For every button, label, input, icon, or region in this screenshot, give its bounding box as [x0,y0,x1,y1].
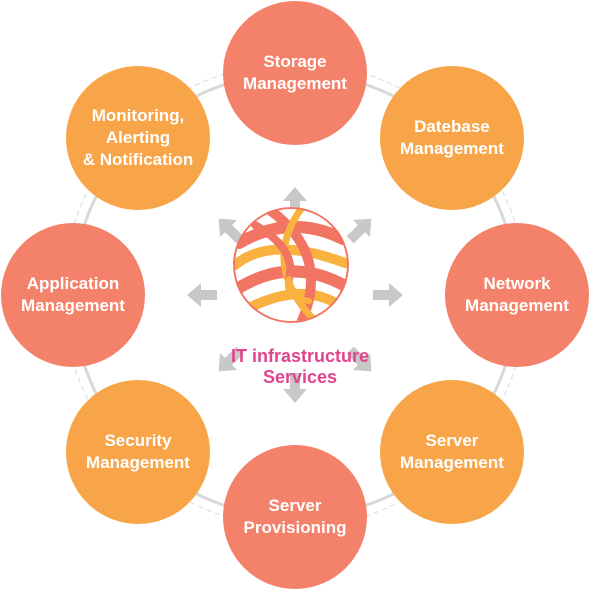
arrow-7 [218,218,244,244]
node-network-management: Network Management [445,223,589,367]
node-application-management: Application Management [1,223,145,367]
arrow-0 [283,187,307,217]
arrow-5 [218,346,244,372]
node-security-management: Security Management [66,379,211,524]
arrow-1 [346,218,372,244]
globe-spiral-icon [233,207,349,323]
node-datebase-management: Datebase Management [379,66,524,211]
arrow-2 [373,283,403,307]
arrow-4 [283,373,307,403]
center-label: IT infrastructure Services [230,346,370,387]
node-storage-management: Storage Management [223,1,367,145]
arrow-group [187,187,403,403]
arrow-3 [346,346,372,372]
node-server-management: Server Management [379,379,524,524]
arrow-6 [187,283,217,307]
node-monitoring-alerting-notification: Monitoring, Alerting & Notification [66,66,211,211]
node-server-provisioning: Server Provisioning [223,445,367,589]
